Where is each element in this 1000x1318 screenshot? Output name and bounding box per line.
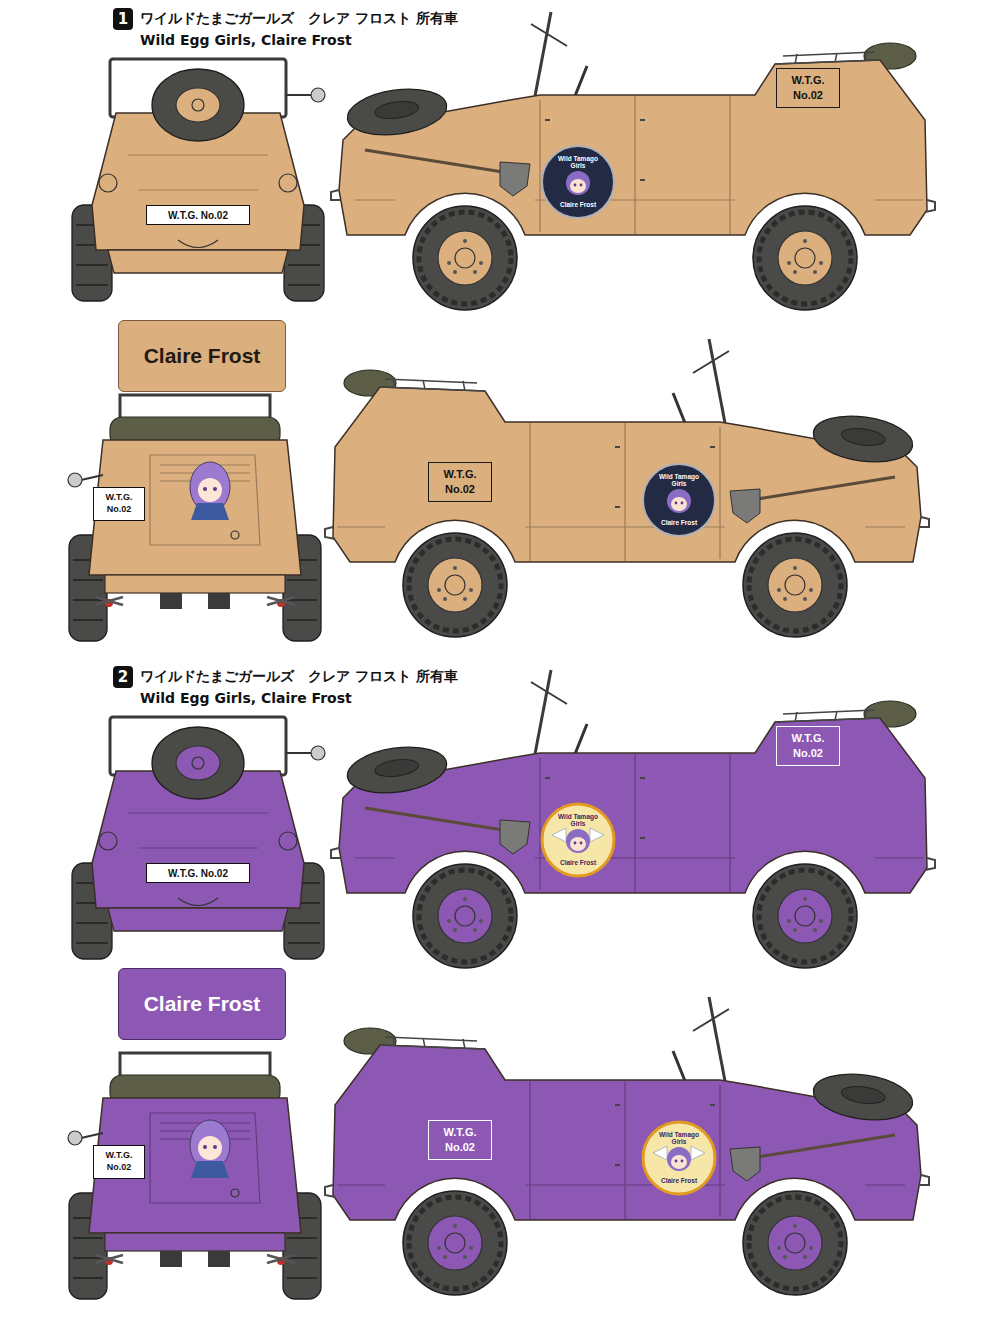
scheme-title-ja: ワイルドたまごガールズ クレア フロスト 所有車 [140, 667, 458, 685]
node-text: Wild Tamago Girls [655, 1132, 703, 1146]
node-text: W.T.G. No.02 [433, 1125, 487, 1155]
node-text: Wild Tamago Girls [554, 156, 602, 170]
scheme-title-en: Wild Egg Girls, Claire Frost [140, 31, 352, 49]
callout-number: 1 [113, 8, 133, 30]
name-panel: Claire Frost [118, 320, 286, 392]
node-text: W.T.G. No.02 [168, 210, 228, 221]
node-text: W.T.G. No.02 [97, 1150, 141, 1173]
node-text: W.T.G. No.02 [168, 868, 228, 879]
node-text: W.T.G. No.02 [97, 492, 141, 515]
door-emblem: Wild Tamago GirlsClaire Frost [643, 1122, 715, 1194]
node-text: W.T.G. No.02 [433, 467, 487, 497]
node-text: Claire Frost [144, 992, 261, 1016]
scheme-title-ja: ワイルドたまごガールズ クレア フロスト 所有車 [140, 9, 458, 27]
node-text: Claire Frost [554, 202, 602, 209]
license-plate: W.T.G. No.02 [146, 205, 250, 225]
door-emblem: Wild Tamago GirlsClaire Frost [643, 464, 715, 536]
node-text: Wild Tamago Girls [554, 814, 602, 828]
callout-number: 2 [113, 666, 133, 688]
number-marking: W.T.G. No.02 [776, 726, 840, 766]
node-text: 1 [118, 12, 128, 27]
license-plate: W.T.G. No.02 [93, 1145, 145, 1179]
name-panel: Claire Frost [118, 968, 286, 1040]
license-plate: W.T.G. No.02 [93, 487, 145, 521]
number-marking: W.T.G. No.02 [428, 462, 492, 502]
node-text: Claire Frost [144, 344, 261, 368]
node-text: Claire Frost [655, 1178, 703, 1185]
node-text: W.T.G. No.02 [781, 73, 835, 103]
door-emblem: Wild Tamago GirlsClaire Frost [542, 146, 614, 218]
number-marking: W.T.G. No.02 [776, 68, 840, 108]
node-text: Claire Frost [655, 520, 703, 527]
number-marking: W.T.G. No.02 [428, 1120, 492, 1160]
node-text: Claire Frost [554, 860, 602, 867]
node-text: Wild Tamago Girls [655, 474, 703, 488]
license-plate: W.T.G. No.02 [146, 863, 250, 883]
node-text: 2 [118, 670, 128, 685]
door-emblem: Wild Tamago GirlsClaire Frost [542, 804, 614, 876]
scheme-title-en: Wild Egg Girls, Claire Frost [140, 689, 352, 707]
node-text: W.T.G. No.02 [781, 731, 835, 761]
